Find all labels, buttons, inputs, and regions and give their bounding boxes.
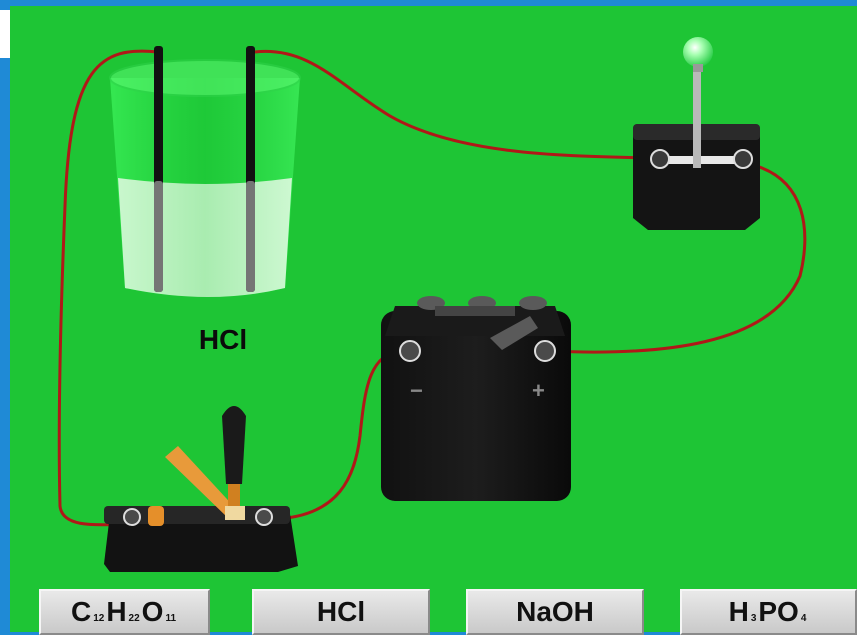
simulation-stage: − + HCl <box>10 6 857 632</box>
circuit-scene: − + <box>57 37 807 572</box>
battery-plus-icon: + <box>532 378 545 403</box>
battery-minus-icon: − <box>410 378 423 403</box>
formula-subscript: 3 <box>750 613 757 624</box>
substance-button-naoh[interactable]: NaOH <box>466 589 644 635</box>
button-label-naoh: NaOH <box>516 596 594 627</box>
wire-bulb-to-battery <box>549 161 807 354</box>
wire-battery-to-switch <box>274 349 406 521</box>
bulb-stand <box>633 37 760 230</box>
formula-part: H <box>106 596 127 627</box>
formula-part: PO <box>758 596 799 627</box>
formula-subscript: 22 <box>128 613 140 624</box>
battery: − + <box>381 296 571 501</box>
formula-subscript: 12 <box>93 613 105 624</box>
beaker-liquid <box>118 178 292 297</box>
formula-part: O <box>141 596 164 627</box>
wires <box>57 49 807 527</box>
switch <box>104 406 298 572</box>
formula-subscript: 4 <box>800 613 807 624</box>
wire-beaker-to-switch <box>57 49 159 527</box>
formula-subscript: 11 <box>165 613 177 624</box>
beaker <box>109 46 301 297</box>
wire-beaker-to-bulb <box>254 49 651 160</box>
substance-button-hcl[interactable]: HCl <box>252 589 430 635</box>
bulb-glow <box>683 37 713 67</box>
beaker-label: HCl <box>198 324 248 355</box>
formula-part: C <box>70 596 92 627</box>
formula-part: H <box>728 596 749 627</box>
button-label-hcl: HCl <box>316 596 366 627</box>
